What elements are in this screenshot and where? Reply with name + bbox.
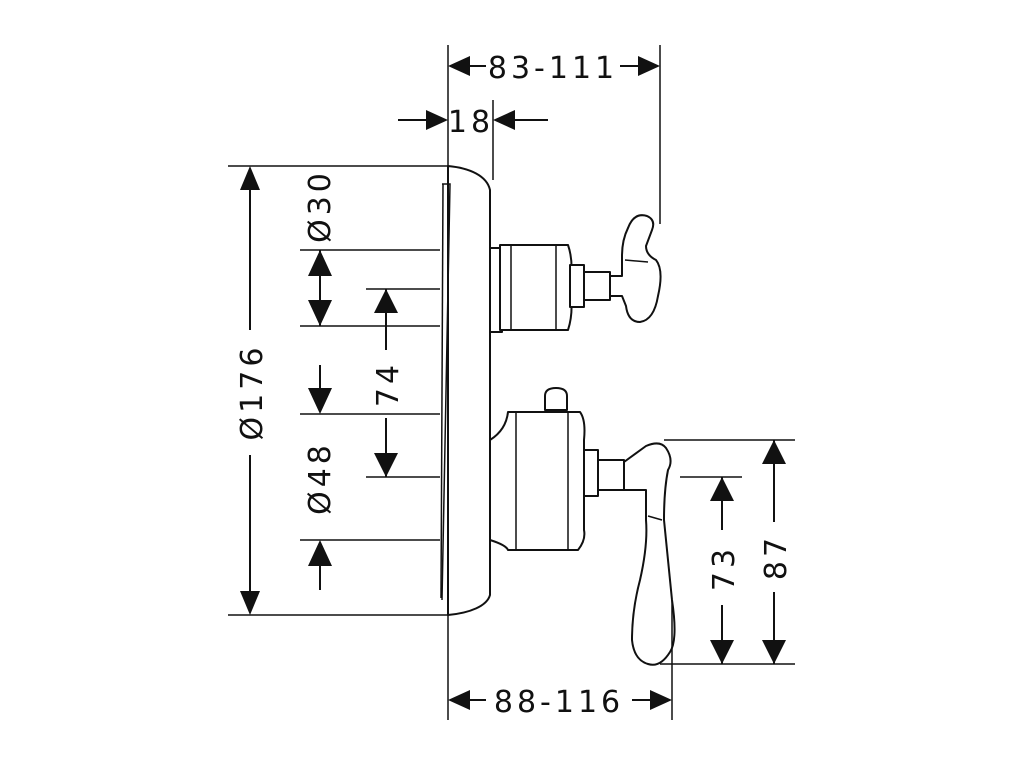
dimension-labels: 83-111 18 Ø176 Ø30 74 Ø48 73 87 88-116	[235, 51, 794, 720]
wall-plate	[440, 165, 491, 616]
dim-center-distance: 74	[371, 361, 406, 407]
extension-lines	[228, 45, 795, 720]
dim-plate-gap: 18	[448, 105, 494, 140]
dim-depth-bottom: 88-116	[494, 685, 624, 720]
lower-valve	[489, 387, 676, 666]
dim-plate-diameter: Ø176	[235, 344, 270, 441]
dim-lever-height-outer: 87	[759, 534, 794, 580]
dimension-lines	[240, 56, 786, 710]
upper-valve	[489, 214, 662, 333]
dim-lever-height-inner: 73	[707, 545, 742, 591]
dim-upper-diameter: Ø30	[303, 169, 338, 243]
dim-lower-diameter: Ø48	[303, 441, 338, 515]
dim-depth-top: 83-111	[488, 51, 618, 86]
